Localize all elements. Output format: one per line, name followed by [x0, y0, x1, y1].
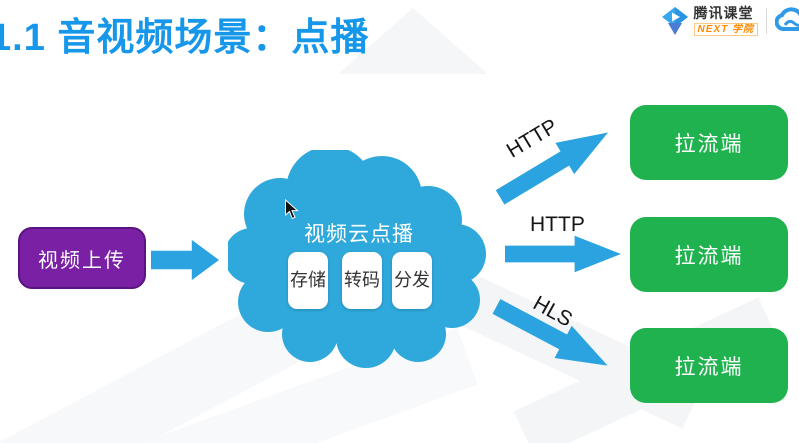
vod-cloud-shape [228, 150, 486, 368]
tencent-cloud-icon [775, 7, 799, 32]
cloud-module-transcode: 转码 [342, 252, 382, 309]
client-box-bottom: 拉流端 [630, 328, 788, 403]
cloud-module-distribute: 分发 [392, 252, 432, 309]
upload-box: 视频上传 [18, 227, 146, 289]
flow-arrow-http-mid [505, 235, 621, 273]
protocol-label-http-mid: HTTP [530, 213, 585, 236]
diamond-play-icon [661, 7, 688, 36]
brand-name: 腾讯课堂 [693, 5, 754, 21]
client-box-top: 拉流端 [630, 105, 788, 180]
mouse-pointer-icon [285, 199, 299, 220]
cloud-module-storage: 存储 [288, 252, 328, 309]
page-title: 1.1 音视频场景：点播 [0, 17, 370, 59]
brand-subtitle: NEXT 学院 [693, 23, 758, 37]
flow-arrow-upload-to-cloud [151, 239, 219, 281]
client-box-middle: 拉流端 [630, 217, 788, 292]
cloud-label: 视频云点播 [304, 223, 414, 246]
brand-divider [766, 8, 767, 35]
brand-text: 腾讯课堂 NEXT 学院 [693, 5, 758, 37]
brand-header: 腾讯课堂 NEXT 学院 [661, 5, 799, 37]
